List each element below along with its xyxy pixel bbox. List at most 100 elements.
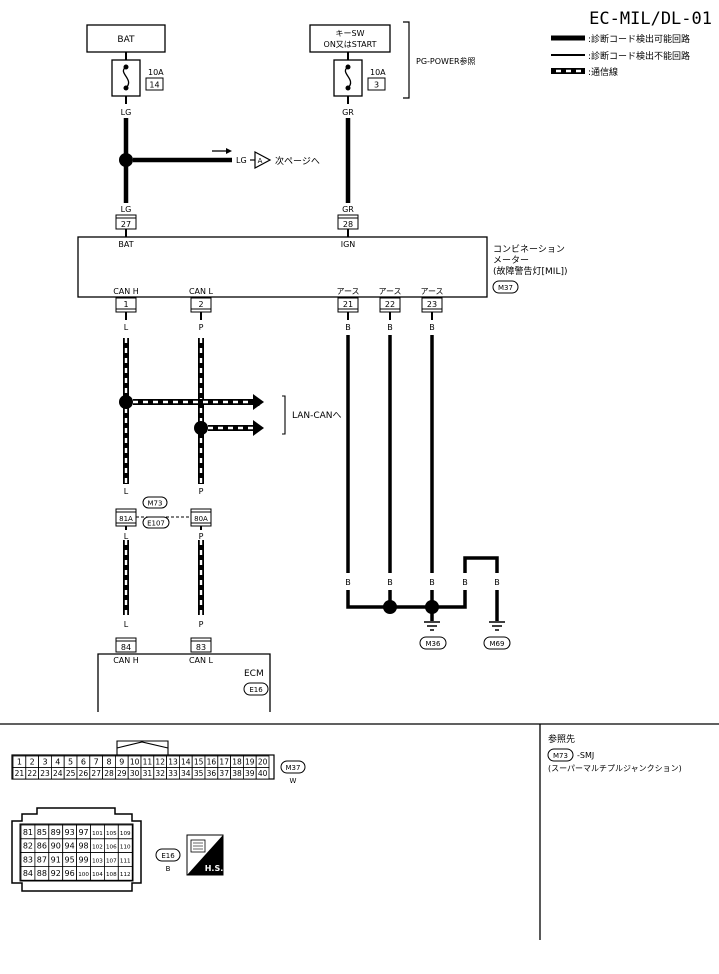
wire-lg-bottom: LG (121, 205, 132, 214)
m37-pin-cell: 9 (115, 755, 129, 768)
arrow-canh (253, 394, 264, 410)
m37-pin-number: 23 (40, 769, 50, 778)
e16-pin-number: 90 (51, 842, 61, 851)
e16-pin-cell: 111 (117, 852, 133, 867)
meter-ign: IGN (341, 240, 356, 249)
ecm-canl: CAN L (189, 656, 214, 665)
wire-b-3: B (429, 323, 435, 332)
reference-code: -SMJ (577, 751, 594, 760)
m37-pin-number: 35 (194, 769, 204, 778)
e16-pin-number: 95 (65, 855, 75, 864)
pin-81a: 81A (119, 515, 133, 523)
m37-pin-cell: 24 (51, 767, 65, 780)
e16-pin-number: 94 (65, 842, 75, 851)
hs-icon: H.S. (186, 834, 224, 876)
m37-pin-cell: 33 (166, 767, 180, 780)
e16-pin-cell: 97 (76, 824, 91, 840)
reference-desc: (スーパーマルチプルジャンクション) (548, 764, 682, 773)
e16-pin-cell: 90 (48, 838, 64, 853)
m37-pin-cell: 12 (153, 755, 168, 768)
m37-pin-number: 11 (143, 758, 153, 767)
bat-label: BAT (117, 35, 135, 45)
e16-pin-cell: 92 (48, 866, 64, 881)
m37-pin-number: 5 (68, 758, 73, 767)
fuse-14 (111, 59, 141, 97)
m37-pin-number: 9 (119, 758, 124, 767)
m37-pin-number: 29 (117, 769, 127, 778)
legend-undetectable: :診断コード検出不能回路 (588, 50, 690, 62)
ground-wires (346, 312, 499, 621)
m37-color: W (290, 777, 297, 785)
m37-pin-number: 37 (219, 769, 229, 778)
m37-pin-number: 33 (168, 769, 178, 778)
m37-pin-cell: 39 (242, 767, 257, 780)
e16-pin-number: 106 (106, 845, 117, 851)
m37-pin-cell: 15 (191, 755, 206, 768)
keysw-box (309, 24, 391, 53)
ground-symbol-m36 (424, 621, 440, 631)
e16-color: B (166, 865, 171, 873)
m37-pin-number: 13 (168, 758, 178, 767)
pin-22: 22 (385, 300, 395, 309)
e16-pin-number: 112 (120, 872, 131, 878)
pin-23: 23 (427, 300, 437, 309)
meter-canh: CAN H (113, 287, 139, 296)
m37-pin-number: 14 (181, 758, 191, 767)
m37-pin-number: 18 (232, 758, 242, 767)
keysw-line1: キーSW (336, 29, 365, 38)
wire-gr-top: GR (342, 108, 354, 117)
m37-pin-cell: 21 (12, 767, 27, 780)
hs-text: H.S. (205, 864, 224, 873)
meter-bat: BAT (118, 240, 133, 249)
e16-pin-number: 85 (37, 828, 47, 837)
joint-conn-a: M73 (148, 500, 163, 508)
splice-gnd-1 (383, 600, 397, 614)
m37-pin-cell: 27 (89, 767, 104, 780)
legend-detectable: :診断コード検出可能回路 (588, 33, 690, 45)
m37-pin-number: 15 (194, 758, 204, 767)
m37-pin-number: 12 (155, 758, 165, 767)
m37-pin-number: 16 (207, 758, 217, 767)
e16-pin-number: 81 (23, 828, 33, 837)
e16-pin-number: 102 (92, 845, 103, 851)
e16-pin-number: 109 (120, 831, 131, 837)
m37-pin-number: 1 (17, 758, 22, 767)
m37-pin-cell: 18 (230, 755, 244, 768)
m37-pin-cell: 31 (140, 767, 155, 780)
m37-pin-cell: 32 (153, 767, 168, 780)
wire-b-6: B (429, 578, 435, 587)
e16-pin-number: 100 (78, 872, 89, 878)
e16-pin-cell: 88 (34, 866, 50, 881)
meter-bottom-pins (115, 297, 443, 313)
m37-pin-number: 36 (207, 769, 217, 778)
fuse-3 (333, 59, 363, 97)
m37-pin-cell: 20 (255, 755, 270, 768)
m37-pin-cell: 34 (178, 767, 193, 780)
m37-pin-cell: 2 (25, 755, 39, 768)
m37-pin-number: 26 (79, 769, 89, 778)
m37-pin-cell: 3 (38, 755, 52, 768)
e16-pin-number: 82 (23, 842, 33, 851)
m37-pin-cell: 10 (127, 755, 142, 768)
pg-bracket (403, 21, 410, 99)
e16-pin-cell: 110 (117, 838, 133, 853)
e16-pin-number: 110 (120, 845, 131, 851)
e16-pin-number: 111 (120, 858, 131, 864)
m37-pin-number: 25 (66, 769, 76, 778)
m37-pin-number: 38 (232, 769, 242, 778)
wire-b-7: B (462, 578, 468, 587)
e16-pin-cell: 82 (20, 838, 36, 853)
m37-pin-cell: 37 (217, 767, 232, 780)
keysw-line2: ON又はSTART (324, 40, 377, 49)
e16-pin-cell: 108 (104, 866, 119, 881)
pin-1: 1 (123, 300, 128, 309)
m37-pin-number: 34 (181, 769, 191, 778)
e16-pin-number: 86 (37, 842, 47, 851)
meter-earth1: アース (336, 287, 359, 296)
m37-pin-number: 22 (27, 769, 37, 778)
page-title: EC-MIL/DL-01 (589, 9, 712, 29)
ground-symbol-m69 (489, 621, 505, 631)
m37-pin-number: 24 (53, 769, 63, 778)
lan-can-text: LAN-CANへ (292, 411, 342, 421)
